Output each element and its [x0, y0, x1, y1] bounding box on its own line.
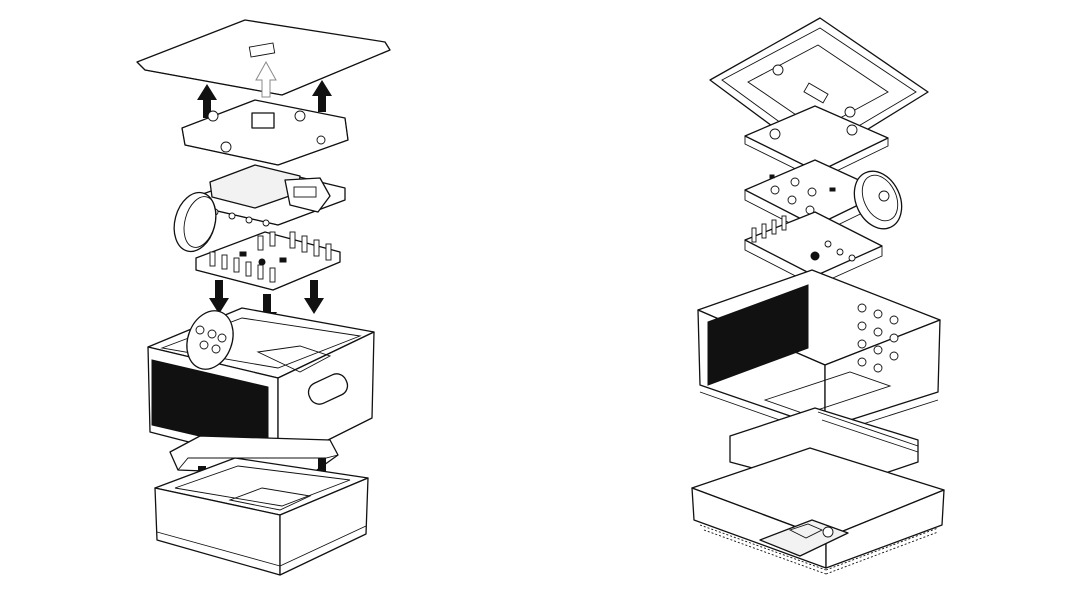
header-pins	[209, 231, 332, 283]
up-arrow	[312, 80, 332, 112]
rear-display-window	[707, 284, 809, 386]
rear-upper-pcb	[744, 159, 903, 237]
ghost-up-arrow	[255, 60, 277, 98]
rear-base-tray	[691, 447, 945, 575]
top-cover-plate	[136, 19, 391, 98]
left-exploded-view	[136, 19, 391, 576]
base-tray	[154, 457, 369, 576]
down-arrow	[304, 280, 324, 314]
up-arrows	[197, 80, 332, 118]
edge-contacts	[699, 524, 939, 575]
battery	[169, 435, 339, 476]
rear-main-enclosure	[697, 269, 941, 437]
lower-pcb	[195, 231, 341, 291]
rear-lid-plate	[744, 105, 889, 181]
down-arrow	[209, 280, 229, 314]
rear-lower-pcb	[744, 211, 883, 287]
rear-vent-holes	[857, 303, 899, 373]
main-enclosure	[147, 307, 375, 466]
upper-pcb	[199, 164, 346, 227]
up-arrow	[197, 84, 217, 118]
speaker-disc	[173, 191, 217, 253]
right-exploded-view	[691, 17, 945, 575]
rear-speaker-disc	[853, 170, 903, 230]
lid-plate	[181, 99, 349, 166]
